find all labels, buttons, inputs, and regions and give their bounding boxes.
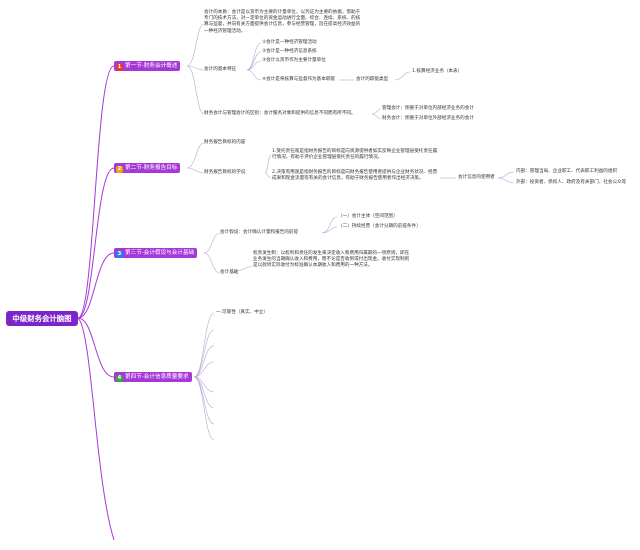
s4-first-item[interactable]: 一.可靠性（真实、中立） <box>216 310 268 315</box>
s3-basis-label[interactable]: 会计基础 <box>220 270 239 275</box>
s2-target-content[interactable]: 财务报告目标的内容 <box>204 140 246 145</box>
s1-diff-item-1[interactable]: 管理会计：侧重于对单位内部经济业务的会计 <box>382 106 474 111</box>
s3-assumption-item-2[interactable]: （二）持续经营（会计分期的前提条件） <box>338 224 421 229</box>
s1-intro[interactable]: 会计的本质：会计是以货币为主要的计量单位，以凭证为主要的依据，借助于专门的技术方… <box>204 10 361 34</box>
branch-root-s3 <box>77 252 115 319</box>
s1-feature-4[interactable]: ④会计是将核算与监督作为基本职能 <box>262 77 336 82</box>
section-4-label: 第四节-会计信息质量要求 <box>125 374 189 380</box>
number-badge-icon: 4 <box>116 375 123 382</box>
s1-feature-2[interactable]: ②会计是一种经济信息系统 <box>262 49 317 54</box>
section-3-label: 第三节-会计假设与会计基础 <box>125 250 195 256</box>
branch-root-s4 <box>77 317 115 378</box>
number-badge-icon: 3 <box>116 251 123 258</box>
s2-user-external[interactable]: 外部：投资者、债权人、政府及有关部门、社会公众等 <box>516 180 627 185</box>
root-node[interactable]: 中级财务会计脑图 <box>6 311 78 326</box>
branch-root-tail <box>77 317 115 541</box>
branch-root-s2 <box>77 167 115 319</box>
section-2-label: 第二节-财务报告目标 <box>125 165 178 171</box>
branch-root-s1 <box>77 65 115 319</box>
s1-feature-3[interactable]: ③会计以货币作为主要计量单位 <box>262 58 326 63</box>
s1-basic-features[interactable]: 会计的基本特征 <box>204 67 237 72</box>
section-1-label: 第一节-财务会计概述 <box>125 63 178 69</box>
s1-diff-item-2[interactable]: 财务会计：侧重于对单位外部经济业务的会计 <box>382 116 474 121</box>
s2-user-internal[interactable]: 内部：管理当局、企业职工、代表职工利益的组织 <box>516 169 618 174</box>
s3-assumption-item-1[interactable]: （一）会计主体（空间范围） <box>338 214 398 219</box>
s2-theory-2[interactable]: 2.决策有用观是指财务报告的目标是向财务报告使用者提供与企业财务状况、经营成果和… <box>272 170 438 182</box>
number-badge-icon: 2 <box>116 166 123 173</box>
s2-users-label[interactable]: 会计信息的使用者 <box>458 175 495 180</box>
s1-difference[interactable]: 财务会计与管理会计的区别：会计服务对象和提供的信息不同而有所不同。 <box>204 111 356 116</box>
s2-target-theory[interactable]: 财务报告目标的学说 <box>204 170 246 175</box>
s1-function-item[interactable]: 1.核算经济业务（本表） <box>412 69 463 74</box>
s2-theory-1[interactable]: 1.受托责任观是指财务报告的目标是向资源提供者如实反映企业管理层受托责任履行情况… <box>272 149 438 161</box>
s3-assumption[interactable]: 会计假设：会计确认计量和报告的前提 <box>220 230 299 235</box>
s3-basis[interactable]: 权责发生制：以权利和责任的发生来决定收入和费用归属期的一项原则，即在业务发生的当… <box>253 251 410 269</box>
number-badge-icon: 1 <box>116 64 123 71</box>
s1-function-label[interactable]: 会计的职能类型 <box>356 77 389 82</box>
s1-feature-1[interactable]: ①会计是一种经济管理活动 <box>262 40 317 45</box>
